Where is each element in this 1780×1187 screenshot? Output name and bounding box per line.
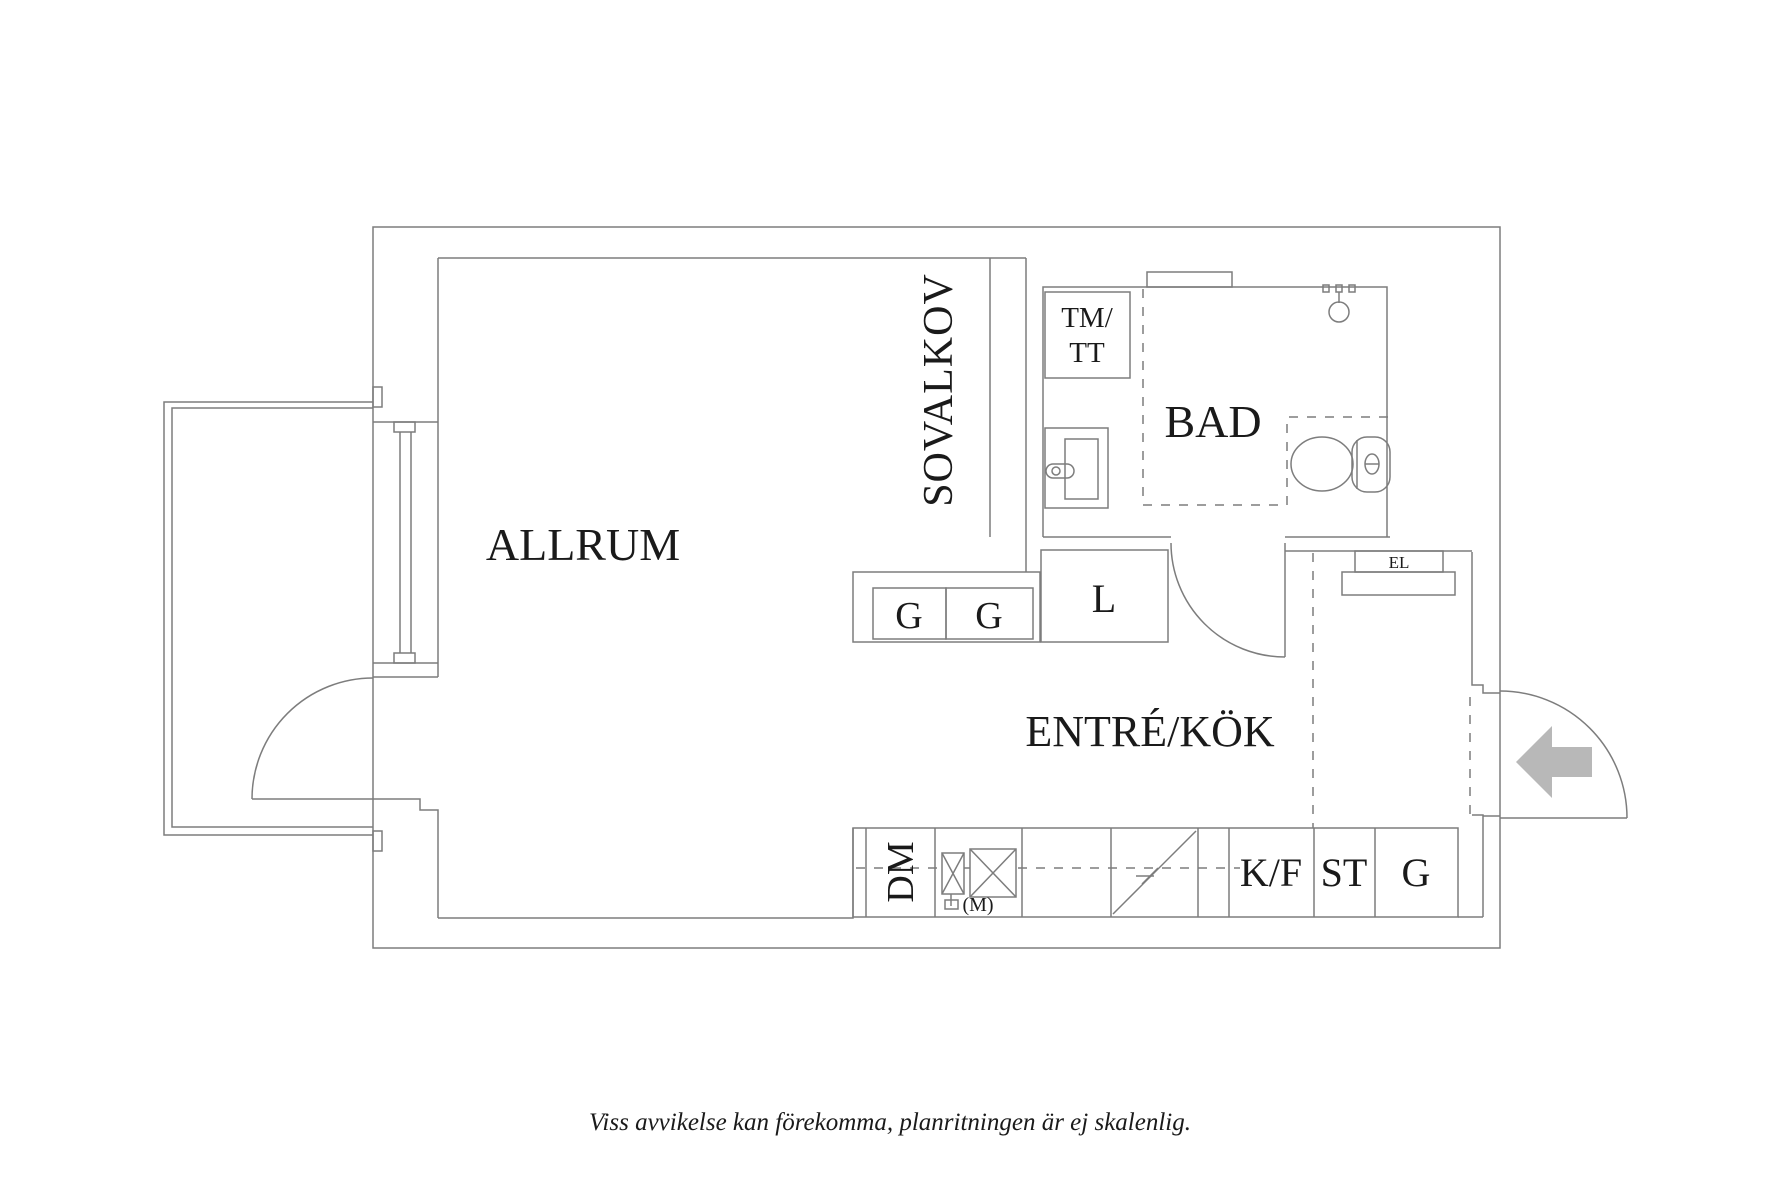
entry-direction-arrow-icon (1516, 726, 1592, 798)
balcony-outer-rail (163, 401, 373, 836)
toilet-tank (1351, 436, 1391, 493)
balcony-attach-top (372, 386, 383, 408)
stove-diagonal-icon (1112, 830, 1197, 915)
room-label-bad: BAD (1164, 396, 1261, 447)
south-wall-right (1458, 814, 1484, 918)
fixture-label-tt: TT (1069, 337, 1105, 369)
lamp-bulb (1328, 301, 1350, 323)
fixture-label-wardrobe-1: G (895, 595, 922, 637)
closets (852, 549, 1456, 643)
fixture-label-el: EL (1389, 553, 1410, 572)
toilet-bowl (1290, 436, 1354, 492)
kitchen-counter (852, 827, 1459, 918)
fixture-label-kf: K/F (1240, 850, 1302, 895)
fixture-label-wardrobe-2: G (975, 595, 1002, 637)
linen-closet-box (1040, 549, 1169, 643)
window-cap-bottom (393, 652, 416, 664)
room-label-entre-kok: ENTRÉ/KÖK (1025, 707, 1275, 756)
toilet-icon (1290, 436, 1391, 493)
lamp-mount-1 (1322, 284, 1330, 293)
fixture-label-st: ST (1321, 850, 1368, 895)
balcony (163, 386, 383, 852)
balcony-inner-rail (171, 407, 373, 828)
lamp-mount-2 (1335, 284, 1343, 293)
walls (372, 226, 1501, 949)
south-wall-inner (438, 828, 854, 919)
sink-basin (1064, 438, 1099, 500)
bathroom-duct-notch (1146, 271, 1233, 288)
sink-faucet-knob (1051, 466, 1061, 476)
window-cap-top (393, 421, 416, 433)
window-jambs (373, 421, 438, 678)
entry-door-swing (1499, 690, 1628, 819)
el-cabinet-box (1341, 571, 1456, 596)
east-hall-wall (1471, 552, 1500, 694)
balcony-attach-bottom (372, 830, 383, 852)
doors (251, 542, 1628, 819)
kitchen-sink-basins-icon (941, 848, 1017, 910)
sink-faucet (1045, 463, 1075, 479)
lamp-mount-3 (1348, 284, 1356, 293)
balcony-door-swing (251, 677, 374, 800)
wardrobe-2-box (945, 587, 1034, 640)
bathroom-door-swing (1170, 542, 1286, 658)
shower-zone-dashed (1142, 289, 1390, 506)
bathroom-fixtures (1044, 284, 1391, 509)
washer-dryer-box (1044, 291, 1131, 379)
room-label-sovalkov: SOVALKOV (916, 273, 962, 507)
disclaimer-caption: Viss avvikelse kan förekomma, planritnin… (589, 1109, 1191, 1136)
fixture-label-m: (M) (962, 894, 993, 916)
fixture-label-dm: DM (880, 841, 922, 902)
room-label-allrum: ALLRUM (486, 519, 680, 570)
counter-dividers (865, 828, 1376, 917)
wardrobe-row-frame (852, 571, 1041, 643)
sink-counter (1044, 427, 1109, 509)
labels: ALLRUM SOVALKOV BAD ENTRÉ/KÖK TM/ TT G G… (486, 273, 1431, 916)
counter-frame (852, 827, 1459, 918)
faucet-base (944, 899, 959, 910)
dashed-boundaries (856, 289, 1471, 869)
outer-wall (372, 226, 1501, 949)
fixture-label-g: G (1402, 850, 1431, 895)
fixture-label-tm: TM/ (1061, 302, 1114, 334)
basin-large-x (969, 848, 1017, 898)
sink-icon (1044, 427, 1109, 509)
window (393, 421, 416, 664)
window-glass-lines (399, 432, 412, 653)
lamp-icon (1322, 284, 1356, 323)
basin-small-x (941, 852, 965, 895)
west-wall-lower (373, 798, 439, 918)
fixture-label-linen: L (1092, 576, 1116, 621)
